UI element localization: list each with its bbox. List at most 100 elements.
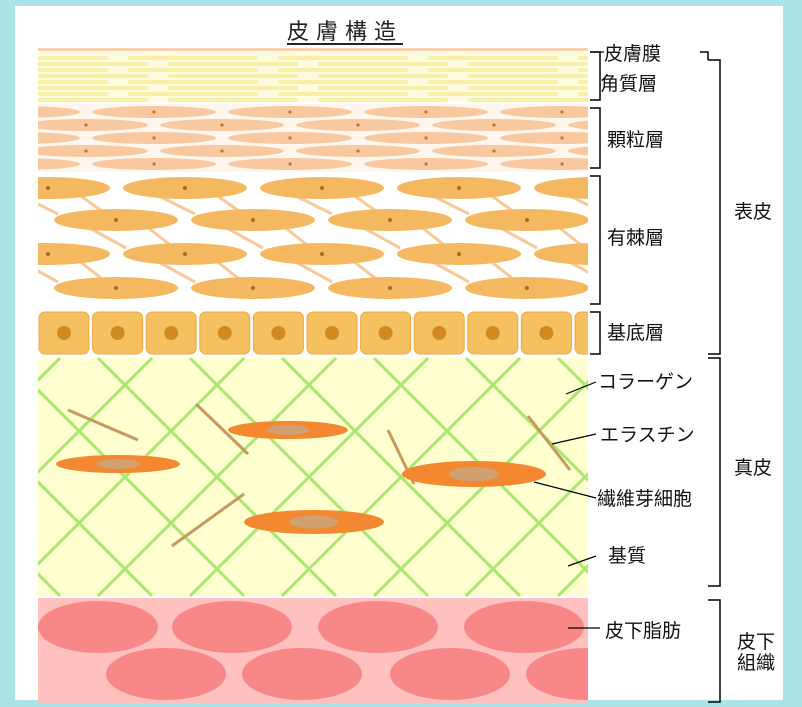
label-stratum-corneum: 角質層 xyxy=(600,73,658,95)
granular-nucleus xyxy=(16,162,19,165)
bracket-subcutis xyxy=(708,599,721,703)
spinous-cell xyxy=(38,243,110,265)
granular-nucleus xyxy=(424,162,428,166)
collagen-fiber xyxy=(96,356,338,598)
collagen-fiber xyxy=(38,356,246,567)
elastin-fiber xyxy=(171,492,245,548)
granular-nucleus xyxy=(492,123,496,127)
corneum-cell xyxy=(38,62,148,66)
fibroblast-nucleus xyxy=(448,466,500,482)
basal-nucleus xyxy=(378,326,393,340)
spinous-nucleus xyxy=(457,186,461,190)
corneum-cell xyxy=(468,74,588,78)
basal-nucleus xyxy=(432,326,447,340)
granular-cell xyxy=(38,132,80,144)
spinous-nucleus xyxy=(388,218,392,222)
corneum-cell xyxy=(168,74,298,78)
granular-nucleus xyxy=(628,123,631,126)
granular-nucleus xyxy=(288,136,292,140)
spine-junction xyxy=(626,194,654,214)
granular-nucleus xyxy=(16,136,19,139)
fat-cell xyxy=(242,648,362,700)
corneum-cell xyxy=(38,98,148,102)
group-epidermis: 表皮 xyxy=(734,201,773,223)
spinous-nucleus xyxy=(388,286,392,290)
tissue-layers xyxy=(16,48,802,704)
granular-nucleus xyxy=(560,136,564,140)
corneum-cell xyxy=(428,92,558,96)
basal-nucleus xyxy=(271,326,286,340)
fat-cell xyxy=(172,601,292,653)
spinous-nucleus xyxy=(46,252,50,256)
leader-line xyxy=(700,51,709,60)
corneum-cell xyxy=(578,68,588,72)
basal-nucleus xyxy=(110,326,125,340)
spinous-nucleus xyxy=(594,186,598,190)
corneum-cell xyxy=(168,98,298,102)
corneum-cell xyxy=(318,62,448,66)
label-stratum-spinosum: 有棘層 xyxy=(607,227,665,249)
spinous-cell xyxy=(534,177,588,199)
corneum-cell xyxy=(38,80,108,84)
label-skin-film: 皮膚膜 xyxy=(604,43,662,65)
corneum-cell xyxy=(128,92,258,96)
granular-cell xyxy=(568,120,588,130)
spinous-nucleus xyxy=(525,286,529,290)
collagen-fiber xyxy=(464,471,588,598)
label-collagen: コラーゲン xyxy=(598,371,694,393)
fat-cell xyxy=(38,601,158,653)
granular-nucleus xyxy=(16,110,19,113)
spinous-nucleus xyxy=(46,186,50,190)
elastin-fiber xyxy=(194,402,250,456)
collagen-fiber xyxy=(280,356,522,598)
spinous-nucleus xyxy=(594,252,598,256)
granular-nucleus xyxy=(288,110,292,114)
granular-cell xyxy=(500,158,588,170)
collagen-fiber xyxy=(650,358,802,596)
label-fibroblast: 繊維芽細胞 xyxy=(597,488,693,510)
corneum-cell xyxy=(428,56,558,60)
spinous-nucleus xyxy=(183,186,187,190)
granular-nucleus xyxy=(492,149,496,153)
spinous-nucleus xyxy=(114,218,118,222)
granular-nucleus xyxy=(152,136,156,140)
granular-nucleus xyxy=(424,136,428,140)
leader-line xyxy=(533,481,597,499)
spinous-nucleus xyxy=(251,218,255,222)
collagen-fibers xyxy=(38,356,802,598)
spine-junction xyxy=(694,226,722,248)
basal-cell xyxy=(574,311,588,355)
basal-nucleus xyxy=(164,326,179,340)
granular-nucleus xyxy=(424,110,428,114)
corneum-cell xyxy=(168,86,298,90)
spinous-nucleus xyxy=(320,252,324,256)
collagen-fiber xyxy=(38,479,154,598)
spinous-nucleus xyxy=(320,186,324,190)
spinous-cell xyxy=(602,277,726,299)
spinous-nucleus xyxy=(457,252,461,256)
spinous-cell xyxy=(534,243,588,265)
corneum-cell xyxy=(128,56,258,60)
elastin-fiber xyxy=(67,408,139,442)
collagen-fiber xyxy=(38,356,154,475)
elastin-fiber xyxy=(526,415,572,471)
leader-line xyxy=(551,433,597,445)
leader-line xyxy=(567,555,597,567)
granular-nucleus xyxy=(560,110,564,114)
spinous-nucleus xyxy=(114,286,118,290)
bracket-stratum-spinosum xyxy=(590,175,601,305)
collagen-fiber xyxy=(188,356,430,598)
granular-nucleus xyxy=(84,149,88,153)
corneum-cell xyxy=(468,86,588,90)
group-subcutaneous-tissue: 皮下組織 xyxy=(736,631,775,674)
corneum-cell xyxy=(38,86,148,90)
corneum-cell xyxy=(578,56,588,60)
basal-nucleus xyxy=(57,326,71,340)
granular-nucleus xyxy=(220,123,224,127)
basal-nucleus xyxy=(485,326,500,340)
bracket-stratum-granulosum xyxy=(590,107,601,169)
fat-cell xyxy=(106,648,226,700)
spinous-nucleus xyxy=(183,252,187,256)
group-dermis: 真皮 xyxy=(734,457,773,479)
